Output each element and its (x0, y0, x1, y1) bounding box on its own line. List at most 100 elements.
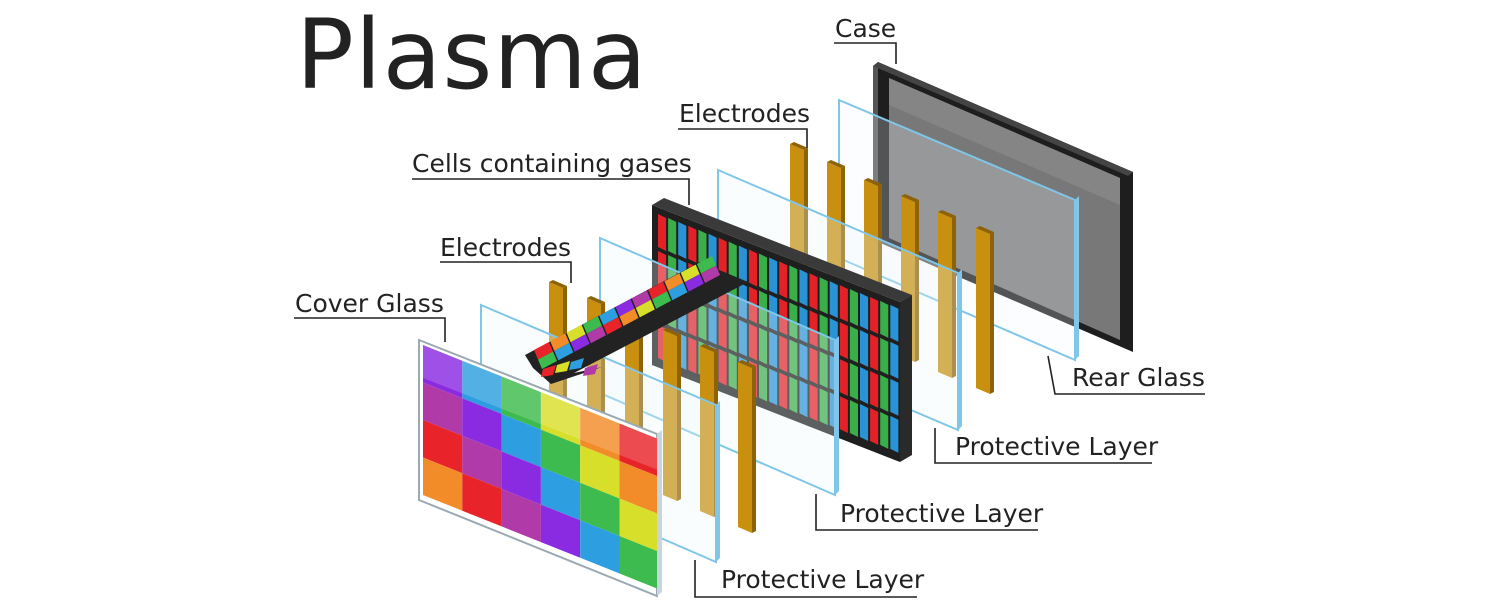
cover-glass-tile (580, 520, 620, 574)
gas-cell (728, 315, 737, 353)
front-electrode-top (738, 360, 756, 368)
front-electrode-top (700, 344, 718, 352)
cover-glass-tile (501, 413, 541, 468)
gas-cell (799, 306, 808, 344)
cover-glass-tile (423, 382, 463, 436)
gas-cell (799, 380, 808, 418)
gas-cell (809, 384, 818, 422)
cover-glass-tile (462, 435, 502, 489)
cover-glass (418, 338, 662, 598)
front-electrode-top (587, 296, 605, 304)
leader-lines (294, 42, 1205, 598)
rear-electrode-top (901, 194, 919, 202)
gas-cell (890, 304, 899, 342)
gas-cell (880, 411, 889, 449)
gas-cell (849, 289, 858, 326)
arrow-tile (652, 291, 672, 309)
cover-glass-tile (540, 392, 581, 446)
arrow-tile (697, 256, 716, 274)
gas-cell (688, 225, 697, 263)
rear-electrode-side (915, 200, 919, 362)
rear-electrode-side (990, 232, 994, 394)
cover-glass-tile (540, 467, 581, 521)
gas-cell (789, 376, 798, 414)
cover-glass-tile (619, 536, 659, 590)
arrow-tile (541, 365, 556, 377)
label-protective-layer-rear: Protective Layer (955, 432, 1159, 461)
cover-glass-tile (540, 504, 581, 558)
gas-cell (698, 303, 707, 341)
label-protective-layer-front: Protective Layer (721, 565, 925, 594)
label-cover-glass: Cover Glass (295, 289, 444, 318)
arrow-tile (534, 342, 553, 360)
gas-cell (668, 217, 677, 255)
cover-glass-tile (423, 420, 463, 474)
front-electrode (738, 362, 752, 533)
gas-cell (748, 323, 757, 361)
gas-cell (880, 300, 889, 338)
gas-cell (799, 343, 808, 381)
rear-electrode-top (938, 210, 956, 218)
gas-cell (819, 351, 828, 389)
gas-cell (708, 307, 717, 345)
gas-cell (678, 221, 687, 259)
gas-cell (769, 331, 778, 369)
gas-cell (849, 363, 858, 400)
gas-cell (819, 388, 828, 426)
cover-glass-tile (462, 398, 502, 452)
gas-cell (718, 311, 727, 349)
front-electrode (663, 330, 677, 501)
arrow-tile (566, 324, 586, 343)
arrow-tile (599, 307, 619, 326)
gas-cell (849, 326, 858, 363)
rear-electrode (976, 228, 990, 394)
gas-cell (759, 253, 768, 291)
cover-glass-highlight (423, 345, 658, 470)
rear-electrode-top (976, 226, 994, 234)
label-protective-layer-middle: Protective Layer (840, 499, 1044, 528)
rear-electrode (938, 212, 952, 378)
gas-cell (728, 241, 737, 279)
gas-cell (789, 339, 798, 377)
label-case: Case (835, 14, 897, 43)
gas-cell (839, 322, 848, 360)
arrow-tile (555, 361, 570, 373)
gas-cell (819, 277, 828, 315)
rear-electrode-top (864, 178, 882, 186)
cover-glass-tile (619, 498, 659, 552)
gas-cell (880, 374, 889, 412)
gas-cell (769, 257, 778, 295)
cover-glass-tile (501, 488, 541, 543)
front-electrode (700, 346, 714, 517)
gas-cell (718, 348, 727, 386)
gas-cell (860, 330, 869, 367)
gas-cell (860, 293, 869, 330)
cover-glass-tile (540, 429, 581, 483)
gas-cell (698, 229, 707, 267)
gas-cell (839, 359, 848, 397)
gas-cell (809, 273, 818, 311)
gas-cell (658, 214, 667, 251)
gas-cell (789, 265, 798, 303)
label-rear-glass: Rear Glass (1072, 363, 1205, 392)
gas-cell (779, 261, 788, 299)
gas-cell (870, 296, 879, 334)
arrow-tile (570, 334, 590, 352)
cover-glass-tile (501, 376, 541, 430)
arrow-tile (550, 333, 570, 351)
gas-cell (738, 245, 747, 283)
arrow-tile (648, 281, 668, 300)
gas-cell (819, 314, 828, 352)
gas-cell (718, 237, 727, 275)
label-cells-containing-gases: Cells containing gases (412, 149, 692, 178)
gas-cell (799, 269, 808, 307)
gas-cell (849, 400, 858, 437)
front-electrode-side (677, 334, 681, 501)
gas-cell (658, 251, 667, 288)
gas-cell (748, 249, 757, 287)
gas-cell (839, 285, 848, 323)
gas-cell (870, 370, 879, 408)
gas-cell (738, 319, 747, 357)
arrow-tile (680, 264, 700, 283)
cover-glass-tile (423, 345, 463, 399)
